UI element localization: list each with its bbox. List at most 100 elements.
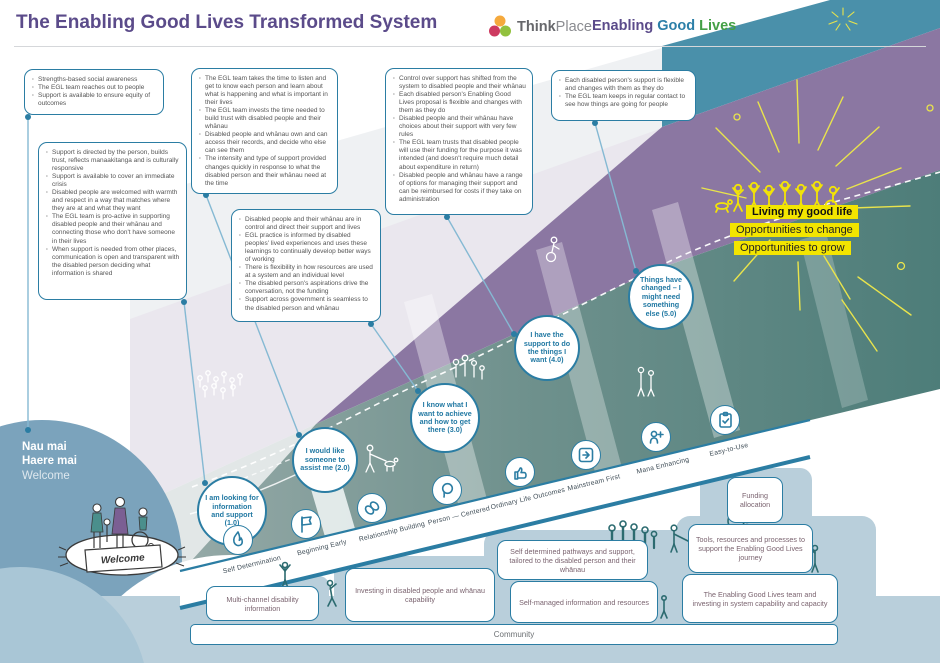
header-divider bbox=[14, 46, 926, 47]
white-starburst bbox=[852, 434, 918, 500]
bullet-item: When support is needed from other places… bbox=[45, 246, 180, 278]
callout-welcoming-list: Support is directed by the person, build… bbox=[45, 149, 180, 278]
foundation-egl-team: The Enabling Good Lives team and investi… bbox=[682, 574, 838, 623]
bullet-item: The disabled person's aspirations drive … bbox=[238, 280, 374, 296]
flame-icon bbox=[223, 525, 253, 555]
bullet-item: Disabled people and their whānau are in … bbox=[238, 216, 374, 232]
arrow-box-icon bbox=[571, 440, 601, 470]
foundation-self-managed: Self-managed information and resources bbox=[510, 581, 658, 623]
bullet-item: The EGL team takes the time to listen an… bbox=[198, 75, 331, 107]
foundation-tools-label: Tools, resources and processes to suppor… bbox=[695, 535, 806, 562]
bullet-item: EGL practice is informed by disabled peo… bbox=[238, 232, 374, 264]
outcome-headline: Living my good life bbox=[746, 205, 859, 219]
bullet-item: Control over support has shifted from th… bbox=[392, 75, 526, 91]
callout-funding-choices: Control over support has shifted from th… bbox=[385, 68, 533, 215]
thinkplace-wordmark: ThinkPlace bbox=[517, 19, 592, 35]
crowd-scribble bbox=[197, 370, 243, 400]
thinkplace-logo-icon bbox=[489, 15, 511, 37]
stage-circle-5: Things have changed – I might need somet… bbox=[628, 264, 694, 330]
welcome-block: Nau mai Haere mai Welcome bbox=[22, 440, 77, 483]
welcome-english: Welcome bbox=[22, 469, 70, 482]
welcome-nau-mai: Nau mai bbox=[22, 441, 67, 453]
callout-outreach: Strengths-based social awarenessThe EGL … bbox=[24, 69, 164, 115]
bullet-item: The intensity and type of support provid… bbox=[198, 155, 331, 187]
foundation-multi-channel: Multi-channel disability information bbox=[206, 586, 319, 621]
stage-circle-2: I would like someone to assist me (2.0) bbox=[292, 427, 358, 493]
bullet-item: Support is directed by the person, build… bbox=[45, 149, 180, 173]
stage-4-label: I have the support to do the things I wa… bbox=[523, 330, 571, 365]
foundation-investing-label: Investing in disabled people and whānau … bbox=[355, 586, 485, 604]
flag-icon bbox=[291, 509, 321, 539]
bullet-item: Support is available to cover an immedia… bbox=[45, 173, 180, 189]
egl-logo: Enabling Good Lives bbox=[592, 18, 736, 34]
stage-circle-4: I have the support to do the things I wa… bbox=[514, 315, 580, 381]
foundation-tools: Tools, resources and processes to suppor… bbox=[688, 524, 813, 573]
callout-listening: The EGL team takes the time to listen an… bbox=[191, 68, 338, 194]
callout-control-list: Disabled people and their whānau are in … bbox=[238, 216, 374, 313]
hill-figures-white bbox=[197, 236, 655, 473]
foundation-funding: Funding allocation bbox=[727, 477, 783, 523]
bullet-item: The EGL team is pro-active in supporting… bbox=[45, 213, 180, 245]
clipboard-check-icon bbox=[710, 405, 740, 435]
person-plus-icon bbox=[641, 422, 671, 452]
welcome-haere-mai: Haere mai bbox=[22, 455, 77, 468]
path-stripes bbox=[300, 202, 868, 574]
stage-1-label: I am looking for information and support… bbox=[205, 493, 259, 528]
wheelchair-figure-hill bbox=[545, 236, 560, 263]
stage-circle-3: I know what I want to achieve and how to… bbox=[410, 383, 480, 453]
callout-outreach-list: Strengths-based social awarenessThe EGL … bbox=[31, 76, 157, 108]
foundation-community-label: Community bbox=[493, 629, 535, 639]
foundation-self-determined: Self determined pathways and support, ta… bbox=[497, 540, 648, 580]
foundation-multi-channel-label: Multi-channel disability information bbox=[226, 594, 299, 613]
bullet-item: Support across government is seamless to… bbox=[238, 296, 374, 312]
stage-3-label: I know what I want to achieve and how to… bbox=[418, 400, 472, 435]
family-group bbox=[452, 354, 485, 380]
egl-logo-enabling: Enabling bbox=[592, 18, 654, 34]
bullet-item: The EGL team trusts that disabled people… bbox=[392, 139, 526, 171]
stage-5-label: Things have changed – I might need somet… bbox=[640, 274, 682, 318]
celebration-sparks bbox=[701, 7, 934, 352]
bullet-item: Disabled people and their whānau have ch… bbox=[392, 115, 526, 139]
bullet-item: The EGL team invests the time needed to … bbox=[198, 107, 331, 131]
bullet-item: Each disabled person's support is flexib… bbox=[558, 77, 689, 93]
foundation-egl-team-label: The Enabling Good Lives team and investi… bbox=[692, 589, 828, 608]
egl-logo-lives: Lives bbox=[699, 18, 737, 34]
bullet-item: Disabled people are welcomed with warmth… bbox=[45, 189, 180, 213]
thumbs-up-icon bbox=[505, 457, 535, 487]
page-title: The Enabling Good Lives Transformed Syst… bbox=[16, 12, 438, 33]
egl-logo-good: Good bbox=[657, 18, 696, 34]
journey-band bbox=[179, 418, 811, 610]
stage-circle-1: I am looking for information and support… bbox=[197, 476, 267, 546]
guide-dog-walker bbox=[365, 444, 399, 473]
chain-icon bbox=[357, 493, 387, 523]
outcome-change: Opportunities to change bbox=[730, 223, 859, 237]
bullet-item: The EGL team reaches out to people bbox=[31, 84, 157, 92]
bullet-item: There is flexibility in how resources ar… bbox=[238, 264, 374, 280]
thinkplace-think: Think bbox=[517, 19, 556, 35]
callout-welcoming: Support is directed by the person, build… bbox=[38, 142, 187, 300]
bullet-item: Disabled people and whānau own and can a… bbox=[198, 131, 331, 155]
pair-figures bbox=[637, 366, 655, 397]
callout-control: Disabled people and their whānau are in … bbox=[231, 209, 381, 322]
foundation-self-managed-label: Self-managed information and resources bbox=[519, 597, 649, 607]
callout-flexible-support: Each disabled person's support is flexib… bbox=[551, 70, 696, 121]
foundation-self-determined-label: Self determined pathways and support, ta… bbox=[509, 546, 636, 574]
foundation-investing: Investing in disabled people and whānau … bbox=[345, 568, 495, 622]
bullet-item: The EGL team keeps in regular contact to… bbox=[558, 93, 689, 109]
foundation-funding-label: Funding allocation bbox=[739, 491, 771, 509]
callout-listening-list: The EGL team takes the time to listen an… bbox=[198, 75, 331, 188]
callout-flexible-support-list: Each disabled person's support is flexib… bbox=[558, 77, 689, 109]
bullet-item: Disabled people and whānau have a range … bbox=[392, 172, 526, 204]
foundation-community: Community bbox=[190, 624, 838, 645]
bullet-item: Each disabled person's Enabling Good Liv… bbox=[392, 91, 526, 115]
bullet-item: Strengths-based social awareness bbox=[31, 76, 157, 84]
welcome-mat-label: Welcome bbox=[101, 552, 146, 566]
callout-funding-choices-list: Control over support has shifted from th… bbox=[392, 75, 526, 204]
outcome-grow: Opportunities to grow bbox=[734, 241, 851, 255]
bullet-item: Support is available to ensure equity of… bbox=[31, 92, 157, 108]
stage-2-label: I would like someone to assist me (2.0) bbox=[300, 446, 350, 473]
thinkplace-place: Place bbox=[555, 19, 592, 35]
thinkplace-logo: ThinkPlace bbox=[487, 13, 592, 41]
welcome-mat-illustration: Welcome bbox=[58, 496, 186, 576]
